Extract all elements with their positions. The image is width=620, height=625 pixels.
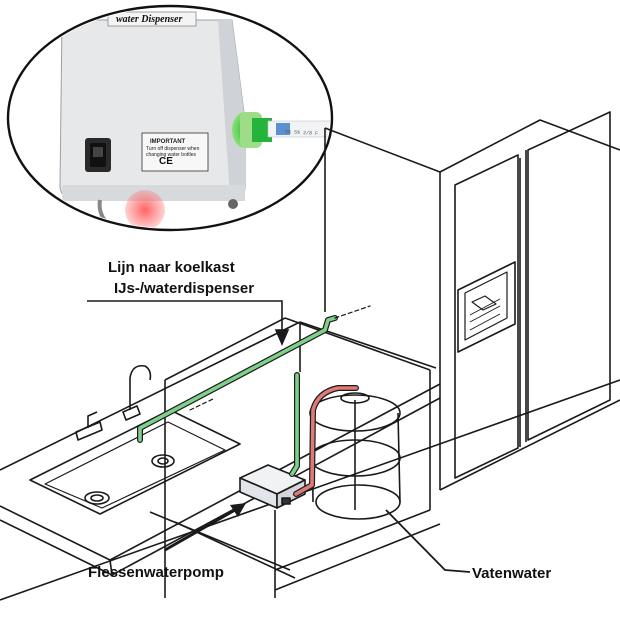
important-label-line2: changing water bottles [146, 152, 197, 158]
important-label-line1: Turn off dispenser when [146, 146, 200, 152]
callout-line-refrigerator [87, 300, 290, 347]
pump-brand-label: water Dispenser [116, 14, 183, 25]
callout-line-water [385, 509, 471, 573]
water-line-to-refrigerator [137, 305, 371, 477]
hose-connector-icon [232, 112, 330, 148]
important-label-title: IMPORTANT [150, 139, 186, 145]
bottled-water-pump-label: Flessenwaterpomp [88, 564, 224, 581]
bottled-water-label: Vatenwater [472, 565, 552, 582]
ce-mark-icon: CE [159, 156, 173, 167]
refrigerator [324, 111, 620, 491]
pump-closeup-inset [6, 4, 334, 232]
bottled-water-pump [239, 464, 306, 509]
arrow-icon [164, 503, 246, 552]
supply-line-from-bottle [293, 385, 359, 497]
power-switch-icon [85, 138, 111, 172]
ice-water-dispenser-label: IJs-/waterdispenser [114, 280, 255, 297]
refrigerator-line-label: Lijn naar koelkast [108, 259, 235, 276]
